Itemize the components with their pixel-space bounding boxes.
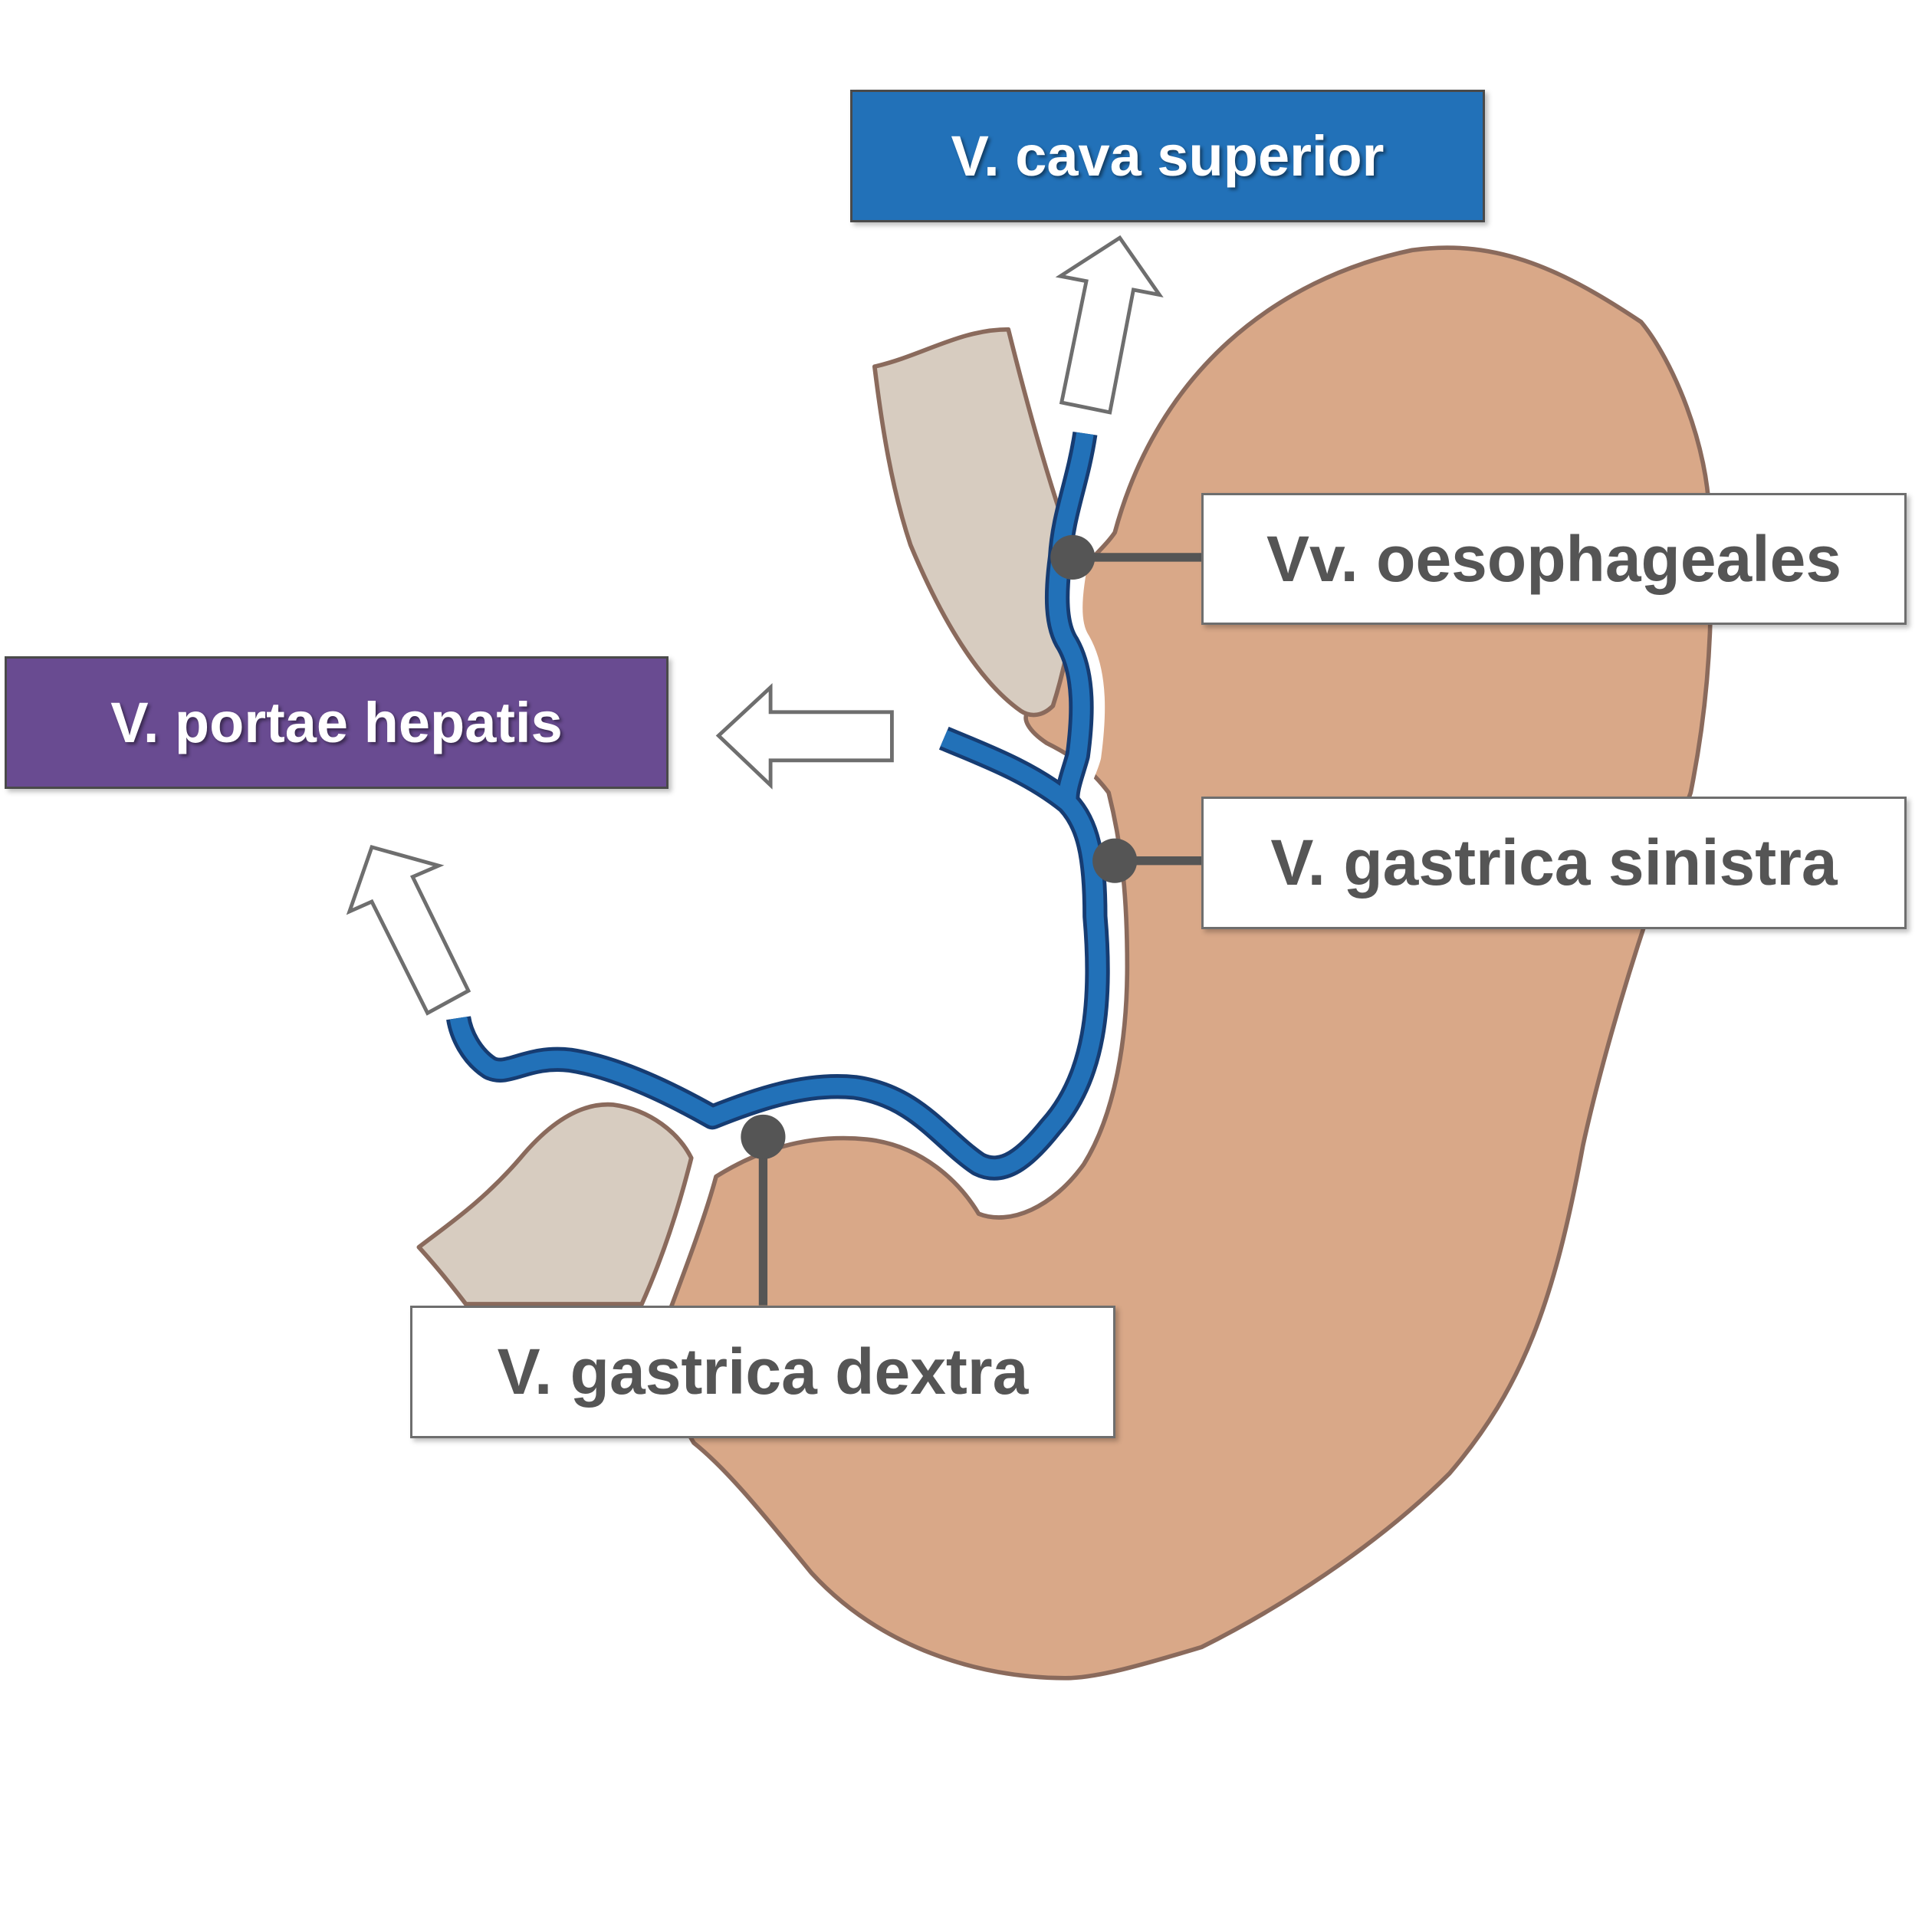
vein-core: [449, 432, 1106, 1177]
arrow-up-left-to-portae: [346, 844, 471, 1016]
stomach-shape: [660, 245, 1713, 1681]
cava-superior-label: V. cava superior: [850, 90, 1485, 222]
portae-hepatis-label: V. portae hepatis: [5, 656, 668, 789]
oesophageales-dot: [1050, 534, 1096, 580]
arrow-left-to-portae: [715, 682, 894, 790]
duodenum-shape: [416, 1102, 694, 1306]
gastrica-sinistra-dot: [1092, 838, 1138, 883]
arrow-up-to-cava: [1055, 235, 1164, 415]
oesophageales-label: Vv. oesophageales: [1201, 493, 1907, 625]
oesophagus-shape: [872, 327, 1080, 718]
gastrica-dextra-dot: [741, 1114, 786, 1159]
gastrica-dextra-label: V. gastrica dextra: [410, 1306, 1115, 1438]
gastrica-sinistra-label: V. gastrica sinistra: [1201, 797, 1907, 929]
